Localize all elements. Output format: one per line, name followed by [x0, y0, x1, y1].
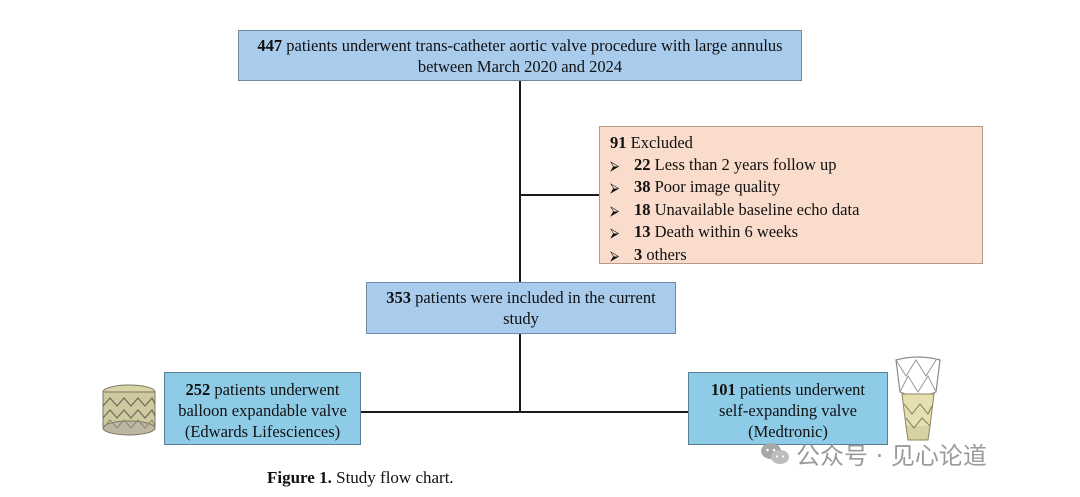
- list-item: ⮚13 Death within 6 weeks: [610, 221, 982, 244]
- excluded-count: 91: [610, 133, 627, 152]
- excluded-box: 91 Excluded ⮚22 Less than 2 years follow…: [599, 126, 983, 264]
- arrow-bullet-icon: ⮚: [610, 200, 634, 222]
- list-item: ⮚3 others: [610, 244, 982, 267]
- connector-top-vertical: [519, 80, 521, 283]
- list-item-text: Unavailable baseline echo data: [651, 199, 860, 221]
- connector-split-vertical: [519, 333, 521, 412]
- list-item-text: Poor image quality: [651, 176, 781, 198]
- list-item: ⮚18 Unavailable baseline echo data: [610, 199, 982, 222]
- balloon-valve-image: [100, 382, 158, 440]
- list-item-text: others: [642, 244, 686, 266]
- arrow-bullet-icon: ⮚: [610, 177, 634, 199]
- caption-text: Study flow chart.: [332, 468, 454, 487]
- top-box-count: 447: [257, 36, 282, 55]
- watermark: 公众号 · 见心论道: [760, 436, 987, 471]
- self-expanding-valve-image: [892, 356, 944, 444]
- arrow-bullet-icon: ⮚: [610, 245, 634, 267]
- connector-to-excluded: [520, 194, 599, 196]
- connector-split-horizontal: [361, 411, 689, 413]
- included-box: 353 patients were included in the curren…: [366, 282, 676, 334]
- self-expanding-valve-box: 101 patients underwent self-expanding va…: [688, 372, 888, 445]
- arrow-bullet-icon: ⮚: [610, 222, 634, 244]
- list-item: ⮚38 Poor image quality: [610, 176, 982, 199]
- list-item-text: Death within 6 weeks: [651, 221, 799, 243]
- list-item-count: 22: [634, 154, 651, 176]
- excluded-header: 91 Excluded: [610, 132, 982, 154]
- list-item-count: 3: [634, 244, 642, 266]
- balloon-valve-count: 252: [186, 380, 211, 399]
- list-item-count: 13: [634, 221, 651, 243]
- self-expanding-text: patients underwent self-expanding valve …: [719, 380, 865, 441]
- wechat-icon: [760, 441, 790, 467]
- caption-label: Figure 1.: [267, 468, 332, 487]
- list-item: ⮚22 Less than 2 years follow up: [610, 154, 982, 177]
- figure-caption: Figure 1. Study flow chart.: [267, 468, 454, 488]
- watermark-text: 公众号 · 见心论道: [796, 436, 987, 471]
- balloon-valve-box: 252 patients underwent balloon expandabl…: [164, 372, 361, 445]
- arrow-bullet-icon: ⮚: [610, 155, 634, 177]
- excluded-label: Excluded: [627, 133, 693, 152]
- top-box-text: patients underwent trans-catheter aortic…: [282, 36, 782, 76]
- list-item-count: 38: [634, 176, 651, 198]
- included-text: patients were included in the current st…: [411, 288, 656, 328]
- top-box: 447 patients underwent trans-catheter ao…: [238, 30, 802, 81]
- self-expanding-count: 101: [711, 380, 736, 399]
- included-count: 353: [386, 288, 411, 307]
- excluded-list: ⮚22 Less than 2 years follow up ⮚38 Poor…: [610, 154, 982, 267]
- list-item-text: Less than 2 years follow up: [651, 154, 837, 176]
- list-item-count: 18: [634, 199, 651, 221]
